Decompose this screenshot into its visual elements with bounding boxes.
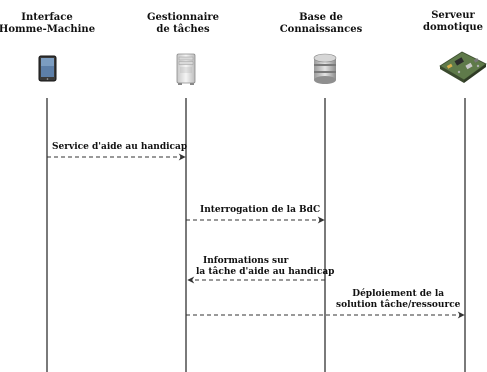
circuit-board-icon bbox=[439, 51, 487, 83]
actor-title-bdc: Base de Connaissances bbox=[266, 12, 376, 36]
actor-title-ihm-line1: Interface bbox=[21, 12, 73, 23]
message-label-4-line2: solution tâche/ressource bbox=[336, 300, 461, 310]
actor-title-srv-line2: domotique bbox=[423, 22, 483, 33]
actor-title-gt-line2: de tâches bbox=[156, 24, 210, 35]
server-tower-icon bbox=[176, 53, 196, 85]
actor-title-srv-line1: Serveur bbox=[431, 10, 475, 21]
message-label-2-line1: Interrogation de la BdC bbox=[200, 205, 321, 215]
actor-title-ihm-line2: Homme-Machine bbox=[0, 24, 96, 35]
message-label-1-line1: Service d'aide au handicap bbox=[52, 142, 188, 152]
actor-title-bdc-line1: Base de bbox=[299, 12, 343, 23]
actor-title-gt: Gestionnaire de tâches bbox=[128, 12, 238, 36]
message-label-3-line2: la tâche d'aide au handicap bbox=[196, 267, 335, 277]
message-label-2: Interrogation de la BdC bbox=[200, 205, 320, 216]
message-label-4-line1: Déploiement de la bbox=[352, 289, 445, 299]
message-label-4: Déploiement de la solution tâche/ressour… bbox=[336, 289, 460, 311]
actor-title-bdc-line2: Connaissances bbox=[279, 24, 363, 35]
actor-title-ihm: Interface Homme-Machine bbox=[0, 12, 102, 36]
database-icon bbox=[313, 53, 337, 84]
message-label-3: Informations sur la tâche d'aide au hand… bbox=[196, 256, 334, 278]
actor-title-srv: Serveur domotique bbox=[398, 10, 487, 34]
message-label-1: Service d'aide au handicap bbox=[52, 142, 187, 153]
actor-title-gt-line1: Gestionnaire bbox=[146, 12, 220, 23]
tablet-icon bbox=[38, 55, 57, 82]
message-label-3-line1: Informations sur bbox=[203, 256, 289, 266]
